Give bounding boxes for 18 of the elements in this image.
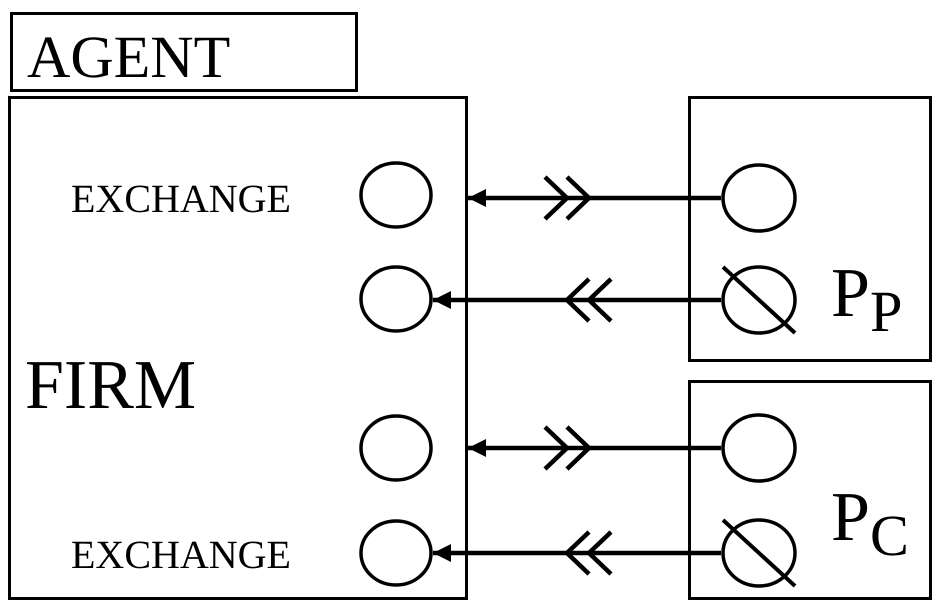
circle-port — [359, 161, 433, 229]
party-box — [688, 380, 932, 600]
circle-port — [359, 519, 433, 587]
circle-port — [359, 265, 433, 333]
circle-port — [359, 414, 433, 482]
title-box — [10, 12, 358, 92]
party-box — [688, 96, 932, 362]
firm-box — [8, 96, 468, 600]
box-label: AGENT — [27, 27, 230, 87]
box-label: FIRM — [25, 351, 196, 421]
circle-port — [721, 163, 797, 233]
box-label: P$_{P}$ — [831, 259, 902, 342]
port-label: EXCHANGE — [71, 179, 291, 219]
circle-port — [721, 413, 797, 483]
crossed-circle-port — [721, 265, 797, 335]
crossed-circle-port — [721, 518, 797, 588]
port-label: EXCHANGE — [71, 535, 291, 575]
box-label: P$_{C}$ — [831, 483, 909, 566]
